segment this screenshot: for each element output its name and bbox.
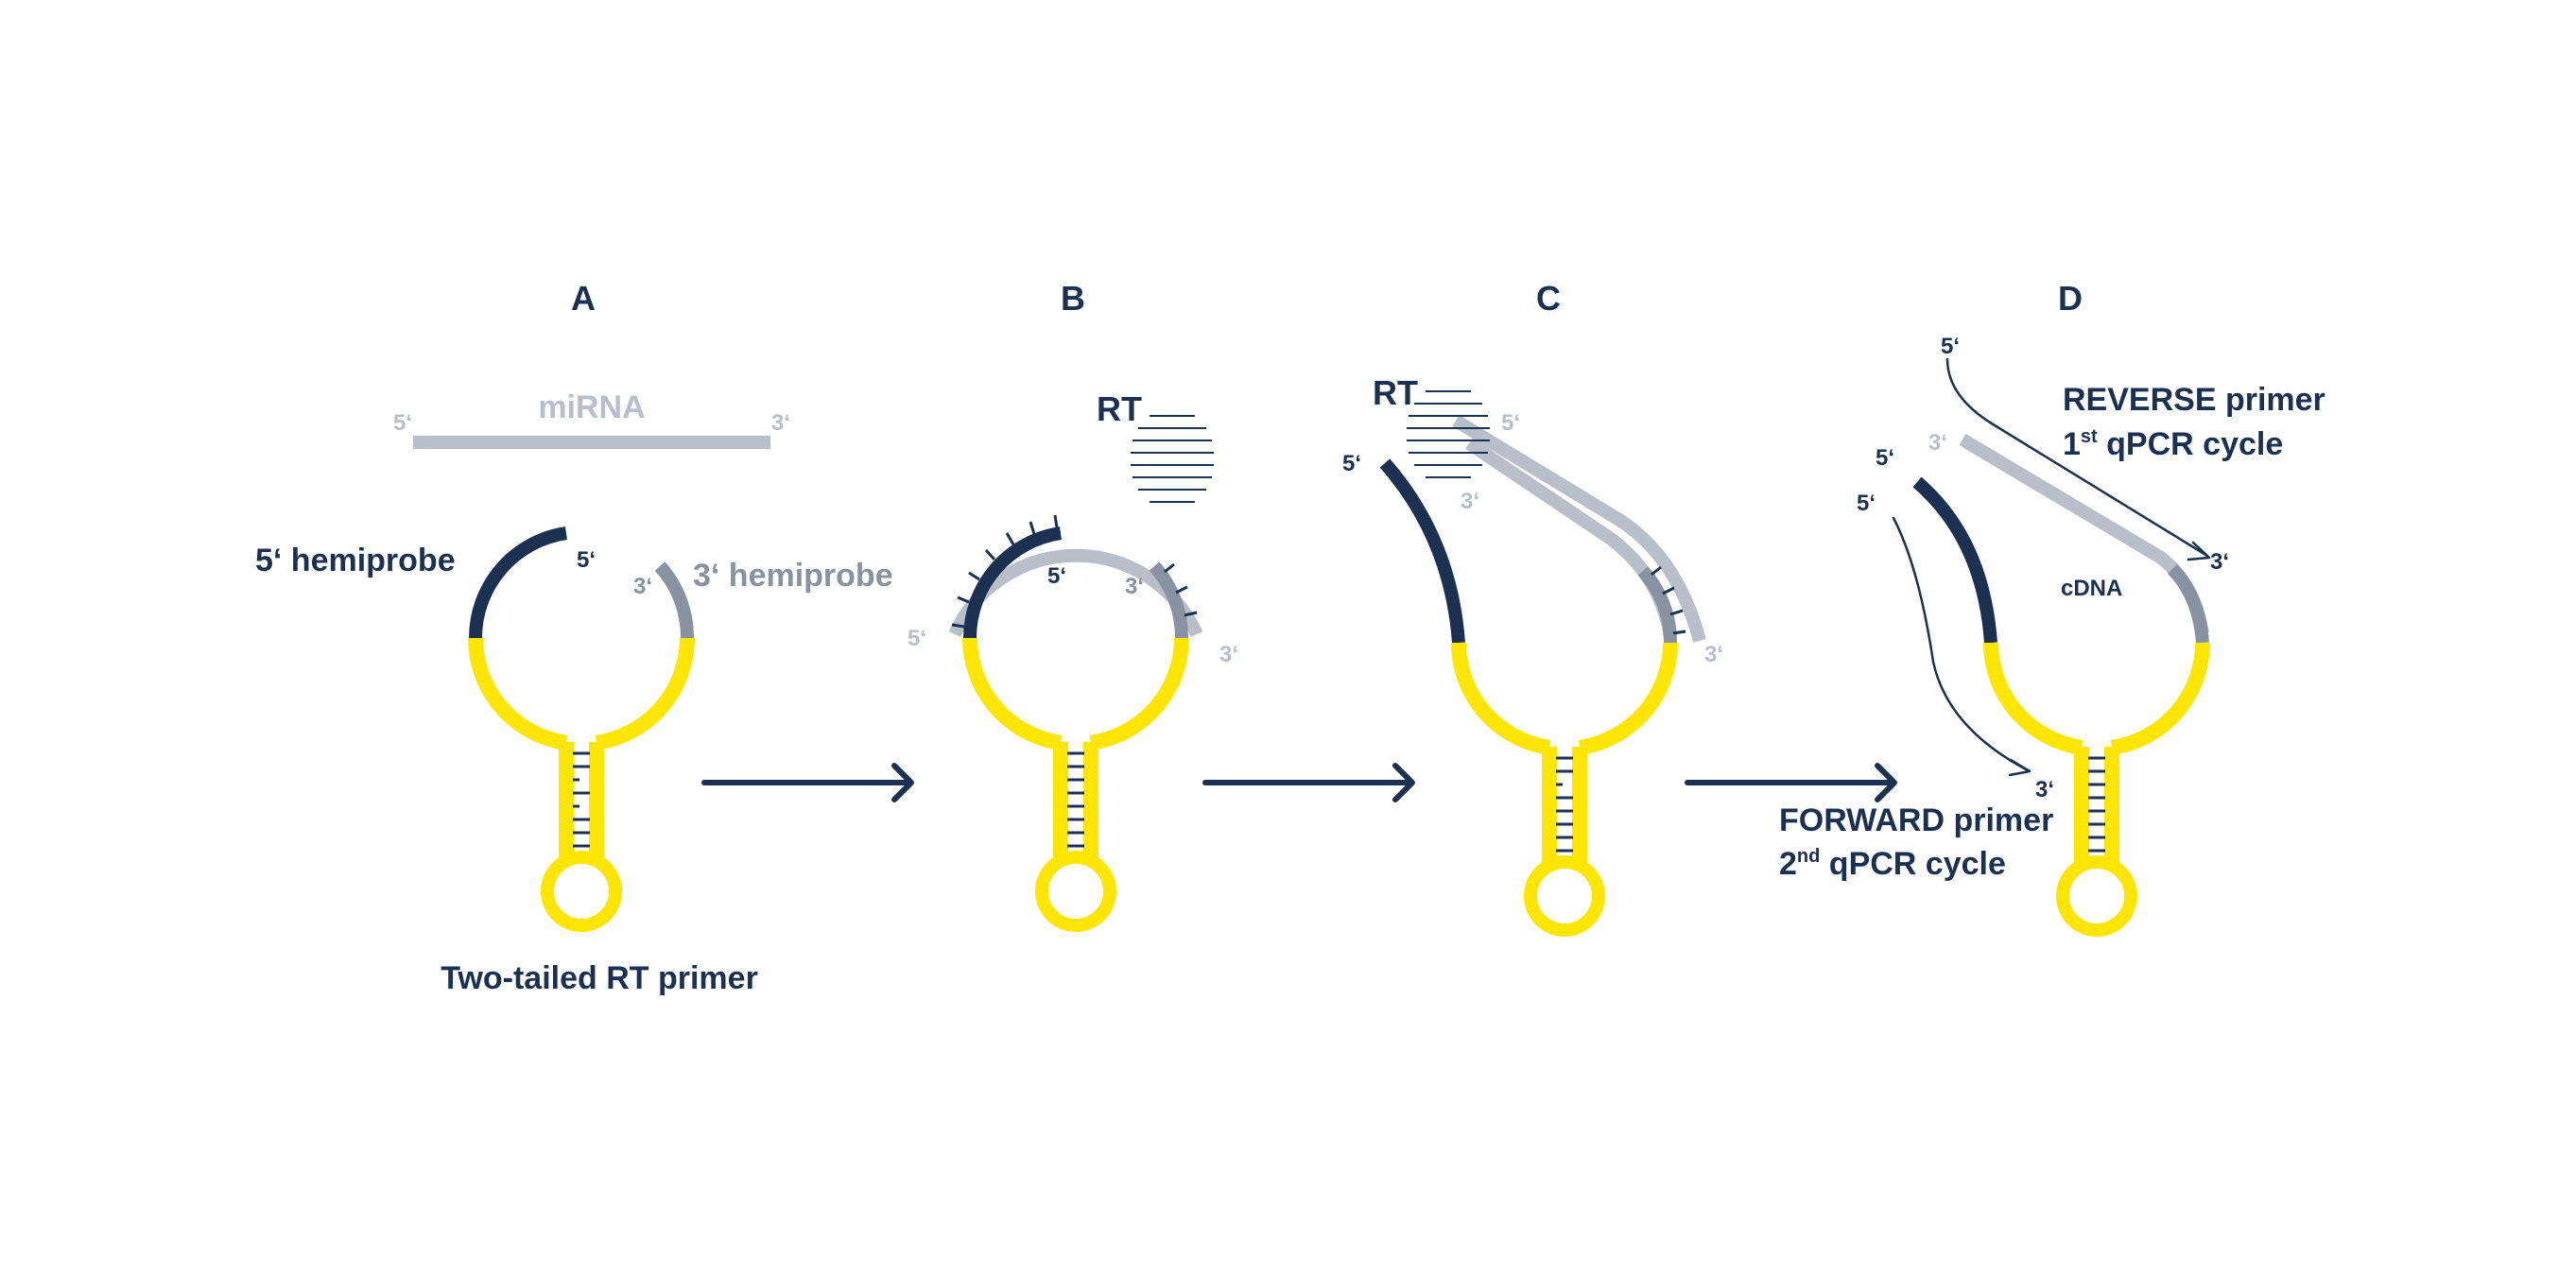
hybridization-ticks [951, 514, 1198, 629]
cdna-three-prime: 3‘ [1461, 489, 1479, 514]
primer-loop-right [595, 637, 695, 750]
hemiprobe-3-arc [1637, 566, 1678, 644]
arrow-c-to-d [1685, 763, 1897, 802]
reverse-primer-five: 5‘ [1941, 334, 1960, 359]
panel-c: C RT [1342, 279, 1723, 937]
primer-loop [468, 637, 568, 750]
cdna-strand-d [1959, 433, 2209, 635]
primer-caption: Two-tailed RT primer [441, 960, 758, 996]
reverse-primer-label-line1: REVERSE primer [2063, 382, 2325, 418]
stem-base-pairs [573, 751, 590, 848]
primer-loop [1983, 642, 2083, 755]
hemiprobe-3-arc [1149, 561, 1189, 639]
mirna-three-prime: 3‘ [771, 410, 790, 436]
rt-enzyme-label: RT [1373, 373, 1418, 412]
primer-loop [1451, 642, 1551, 755]
panel-b-letter: B [1061, 279, 1085, 318]
primer-bottom-loop [541, 851, 622, 932]
rt-enzyme-label: RT [1097, 389, 1142, 428]
stem-base-pairs [2088, 756, 2105, 853]
mirna-three-prime: 3‘ [1219, 642, 1238, 667]
panel-a-letter: A [571, 279, 596, 318]
hybridization-ticks [1651, 565, 1686, 635]
arrow-b-to-c [1202, 763, 1415, 802]
hemiprobe-5-strand [1912, 476, 1997, 644]
hemiprobe-5-arc [469, 526, 568, 639]
primer-loop [962, 637, 1063, 750]
panel-b: B RT [908, 279, 1238, 932]
mirna-label: miRNA [538, 389, 645, 425]
forward-primer-label-line1: FORWARD primer [1779, 802, 2053, 838]
reverse-primer-arrow [1945, 357, 2211, 561]
hemiprobe-5-end: 5‘ [1342, 451, 1361, 476]
mirna-five-prime: 5‘ [393, 410, 412, 436]
rt-enzyme-hatch [1407, 390, 1490, 478]
cdna-product-d [1912, 433, 2210, 937]
hemiprobe-5-end: 5‘ [577, 547, 596, 573]
mirna-strand-c [1452, 415, 1706, 643]
stem-base-pairs [1556, 756, 1573, 853]
hemiprobe-3-arc [654, 561, 695, 639]
hemiprobe-3-end: 3‘ [1125, 574, 1144, 599]
hemiprobe-5-label: 5‘ hemiprobe [255, 543, 456, 578]
hemiprobe-5-strand [1379, 458, 1465, 644]
mirna-five-prime: 5‘ [1501, 410, 1520, 436]
primer-loop-right [2110, 642, 2210, 755]
panel-a: A miRNA 5‘ 3‘ 5‘ hemi [255, 279, 893, 996]
panel-d: D [1779, 279, 2325, 937]
panel-d-letter: D [2058, 279, 2083, 318]
hemiprobe-5-end: 5‘ [1047, 563, 1066, 589]
rt-primer-a [468, 526, 695, 932]
hemiprobe-3-end: 3‘ [633, 574, 652, 599]
rt-primer-c [1379, 415, 1706, 937]
cdna-three-prime: 3‘ [1928, 430, 1947, 456]
reverse-primer-label-line2: 1st qPCR cycle [2063, 426, 2283, 462]
mirna-five-prime: 5‘ [908, 626, 926, 651]
rt-primer-b [948, 514, 1203, 932]
mirna-three-prime: 3‘ [1704, 642, 1723, 667]
hemiprobe-5-arc [963, 526, 1063, 639]
forward-primer-arrow [1892, 516, 2031, 777]
panel-c-letter: C [1536, 279, 1561, 318]
hemiprobe-3-label: 3‘ hemiprobe [693, 558, 893, 594]
hemiprobe-3-arc [2167, 564, 2209, 644]
arrow-a-to-b [701, 763, 914, 802]
reverse-primer-three: 3‘ [2210, 549, 2229, 575]
hemiprobe-5-end: 5‘ [1876, 445, 1894, 471]
rt-enzyme-hatch [1131, 415, 1214, 503]
primer-loop-right [1089, 637, 1189, 750]
stem-base-pairs [1067, 751, 1084, 848]
forward-primer-three: 3‘ [2035, 777, 2054, 802]
primer-loop-right [1578, 642, 1678, 755]
forward-primer-five: 5‘ [1857, 491, 1876, 516]
forward-primer-label-line2: 2nd qPCR cycle [1779, 846, 2006, 882]
cdna-label: cDNA [2061, 576, 2122, 601]
